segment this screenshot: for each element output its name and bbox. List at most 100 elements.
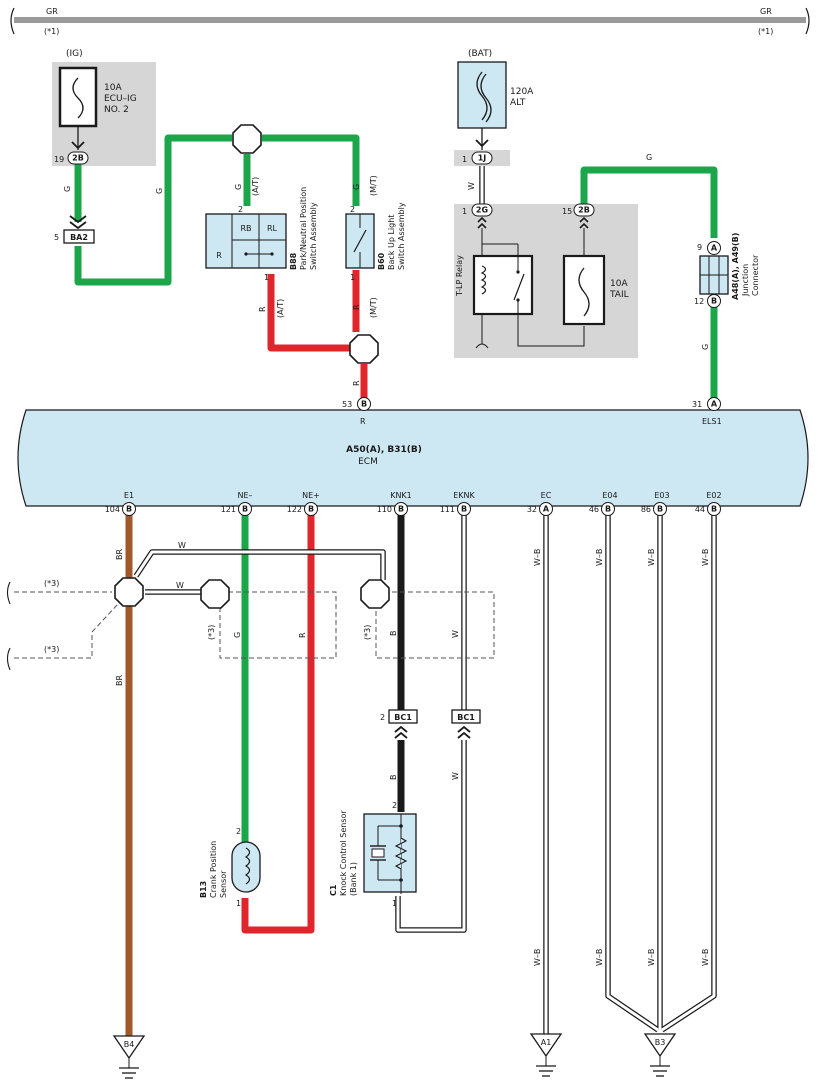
fuse-ecu-name2: NO. 2 bbox=[104, 105, 129, 115]
wire-b-1: B bbox=[389, 631, 398, 637]
tail-conn: 2B bbox=[578, 206, 590, 215]
park-note-bot: (A/T) bbox=[276, 299, 285, 318]
ground-a1-label: A1 bbox=[541, 1038, 552, 1047]
ecm-bottom-pins: E1 104 B NE– 121 B NE+ 122 B KNK1 110 B … bbox=[105, 491, 722, 516]
tlp-relay: 1 1J W 1 2G T-LP Relay bbox=[454, 150, 585, 349]
bc1-name-1: BC1 bbox=[394, 713, 412, 722]
tail-rating: 10A bbox=[610, 279, 628, 289]
note3-2: (*3) bbox=[44, 645, 59, 654]
ground-b4: B4 bbox=[112, 1035, 146, 1079]
pin-label-e02: E02 bbox=[706, 491, 721, 500]
pin-label-e04: E04 bbox=[602, 491, 617, 500]
junction-name1: Junction bbox=[741, 264, 750, 297]
bus-left-note: (*1) bbox=[44, 27, 59, 36]
pin-num-121: 121 bbox=[221, 505, 236, 514]
wire-b-2: B bbox=[389, 775, 398, 781]
backup-wire-top: G bbox=[352, 184, 361, 190]
bus-right-label: GR bbox=[760, 7, 772, 16]
junction-wire-bot: G bbox=[701, 344, 710, 350]
pin-label-eknk: EKNK bbox=[453, 491, 475, 500]
fuse-ecu-supply: (IG) bbox=[66, 49, 83, 59]
fuse-alt: (BAT) 120A ALT bbox=[457, 49, 534, 150]
backup-light-switch: G (M/T) 2 1 B60 Back Up Light Switch Ass… bbox=[345, 175, 406, 386]
relay-conn-2g: 2G bbox=[476, 206, 488, 215]
crank-name2: Sensor bbox=[219, 870, 228, 898]
tail-name: TAIL bbox=[609, 290, 629, 300]
wire-wb-6: W–B bbox=[595, 949, 604, 966]
wire-r-ne: R bbox=[298, 632, 307, 638]
pin-num-46: 46 bbox=[589, 505, 599, 514]
note3-4: (*3) bbox=[363, 625, 372, 640]
wire-g-1: G bbox=[63, 186, 72, 192]
fuse-ecu-ig: (IG) 10A ECU–IG NO. 2 19 2B G bbox=[54, 49, 137, 192]
relay-pin-1j: 1 bbox=[462, 155, 467, 164]
wire-w-1: W bbox=[178, 541, 186, 550]
junction-conn-bot: B bbox=[711, 297, 717, 306]
splice-red bbox=[349, 334, 379, 364]
top-bus: GR (*1) GR (*1) bbox=[10, 7, 810, 36]
ecm: 53 B R 31 A ELS1 A50(A), B31(B) ECM bbox=[17, 397, 809, 507]
ecm-pin-31: 31 bbox=[692, 400, 702, 409]
park-wire-top: G bbox=[234, 184, 243, 190]
wire-wb-1: W–B bbox=[533, 549, 542, 566]
crank-pin-bot: 1 bbox=[236, 899, 241, 908]
pin-conn-104: B bbox=[126, 505, 132, 514]
pin-num-111: 111 bbox=[440, 505, 455, 514]
backup-pin-top: 2 bbox=[350, 205, 355, 214]
splice-top bbox=[232, 124, 262, 154]
park-cell-rb: RB bbox=[240, 224, 251, 233]
fuse-tail: 15 2B 10A TAIL G bbox=[562, 153, 652, 326]
ecm-pin-53: 53 bbox=[342, 400, 352, 409]
pin-label-knk1: KNK1 bbox=[390, 491, 412, 500]
pin-conn-121: B bbox=[242, 505, 248, 514]
ecm-wire-53: R bbox=[360, 417, 366, 426]
park-name1: Park/Neutral Position bbox=[299, 187, 308, 270]
junction-pin-bot: 12 bbox=[694, 297, 704, 306]
fuse-ecu-rating: 10A bbox=[104, 83, 122, 93]
knock-code: C1 bbox=[329, 884, 338, 896]
pin-label-ne-plus: NE+ bbox=[302, 491, 320, 500]
ecm-code: A50(A), B31(B) bbox=[346, 445, 422, 455]
green-wires bbox=[74, 134, 718, 842]
bc1-pin: 2 bbox=[380, 713, 385, 722]
fuse-alt-name: ALT bbox=[510, 98, 526, 108]
backup-pin-bot: 1 bbox=[350, 273, 355, 282]
ecm-conn-31: A bbox=[711, 400, 718, 409]
junction-code: A48(A), A49(B) bbox=[731, 233, 740, 300]
ba2-pin: 5 bbox=[54, 233, 59, 242]
pin-label-ne-minus: NE– bbox=[237, 491, 252, 500]
junction-pin-top: 9 bbox=[697, 243, 702, 252]
crank-name1: Crank Position bbox=[209, 841, 218, 898]
bus-left-label: GR bbox=[46, 7, 58, 16]
ground-b4-label: B4 bbox=[124, 1040, 135, 1049]
crank-position-sensor: 2 1 B13 Crank Position Sensor bbox=[199, 827, 261, 908]
backup-wire-bot: R bbox=[352, 304, 361, 310]
wire-w-2: W bbox=[176, 581, 184, 590]
wire-w-4: W bbox=[451, 772, 460, 780]
junction-connector: 9 A 12 B A48(A), A49(B) Junction Connect… bbox=[694, 233, 760, 350]
park-pin-bot: 1 bbox=[264, 273, 269, 282]
pin-label-e1: E1 bbox=[124, 491, 134, 500]
junction-name2: Connector bbox=[751, 254, 760, 296]
note3-3: (*3) bbox=[207, 625, 216, 640]
shield-lines bbox=[6, 581, 495, 671]
ecm-conn-53: B bbox=[361, 400, 367, 409]
backup-note-top: (M/T) bbox=[369, 175, 378, 196]
wire-wb-2: W–B bbox=[595, 549, 604, 566]
pin-conn-122: B bbox=[308, 505, 314, 514]
ecm-name: ECM bbox=[358, 457, 378, 467]
wire-wb-7: W–B bbox=[647, 949, 656, 966]
wire-r-53: R bbox=[352, 380, 361, 386]
wire-wb-8: W–B bbox=[701, 949, 710, 966]
pin-num-110: 110 bbox=[377, 505, 392, 514]
white-wires bbox=[133, 164, 717, 1034]
park-name2: Switch Assembly bbox=[309, 202, 318, 270]
pin-num-104: 104 bbox=[105, 505, 120, 514]
wire-g-ne: G bbox=[233, 632, 242, 638]
knock-name2: (Bank 1) bbox=[349, 862, 358, 896]
park-code: B88 bbox=[289, 252, 298, 270]
park-wire-bot: R bbox=[258, 306, 267, 312]
pin-conn-86: B bbox=[657, 505, 663, 514]
pin-num-44: 44 bbox=[695, 505, 705, 514]
